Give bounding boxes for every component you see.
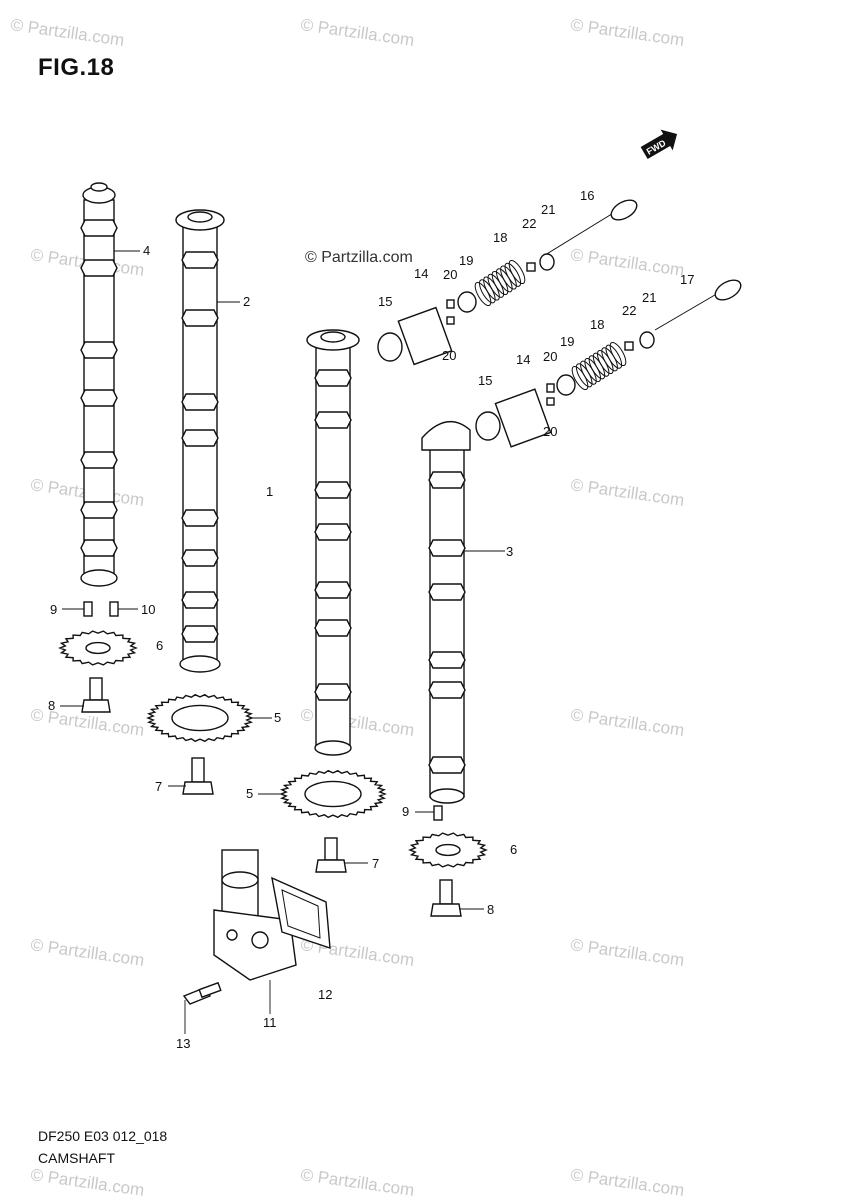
figure-title: FIG.18: [38, 54, 115, 81]
oil-control-valve-11: [213, 849, 297, 981]
bolt-13: [182, 981, 222, 1005]
valve-spring-18-upper: [474, 259, 526, 307]
cotter-20-lower-b: [546, 397, 555, 406]
callout-c17: 17: [680, 272, 694, 287]
callout-c2: 2: [243, 294, 250, 309]
camshaft-1: [306, 329, 360, 756]
callout-c6b: 6: [510, 842, 517, 857]
callout-c19b: 19: [560, 334, 574, 349]
callout-c7b: 7: [372, 856, 379, 871]
callout-c14b: 14: [516, 352, 530, 367]
callout-c9b: 9: [402, 804, 409, 819]
sprocket-6-left: [58, 630, 138, 666]
callout-c11: 11: [263, 1015, 277, 1030]
callout-c9a: 9: [50, 602, 57, 617]
pin-10: [109, 601, 119, 617]
callout-c16: 16: [580, 188, 594, 203]
copyright-text: © Partzilla.com: [305, 249, 413, 266]
callout-c4: 4: [143, 243, 150, 258]
watermark-text: © Partzilla.com: [299, 1165, 415, 1200]
callout-c14a: 14: [414, 266, 428, 281]
camshaft-4: [80, 182, 118, 587]
valve-17: [654, 279, 742, 331]
callout-c18b: 18: [590, 317, 604, 332]
retainer-21-upper: [539, 253, 555, 271]
callout-c6a: 6: [156, 638, 163, 653]
callout-c21b: 21: [642, 290, 656, 305]
callout-c7a: 7: [155, 779, 162, 794]
valve-16: [544, 199, 638, 256]
tappet-14-upper: [397, 306, 453, 366]
callout-c1: 1: [266, 484, 273, 499]
watermark-text: © Partzilla.com: [569, 935, 685, 970]
bolt-7-left: [182, 757, 214, 795]
seal-19-lower: [556, 374, 576, 396]
cotter-20-lower-a: [546, 383, 555, 393]
leader-lines: [60, 250, 505, 1034]
cotter-22-lower: [624, 341, 634, 351]
watermark-text: © Partzilla.com: [569, 15, 685, 50]
shim-15-lower: [475, 411, 501, 441]
tappet-14-lower: [494, 388, 552, 448]
callout-c19a: 19: [459, 253, 473, 268]
cotter-22-upper: [526, 262, 536, 272]
callout-c20d: 20: [543, 424, 557, 439]
callout-c8b: 8: [487, 902, 494, 917]
watermark-text: © Partzilla.com: [29, 1165, 145, 1200]
bolt-8-left: [81, 677, 111, 713]
cotter-20-upper-b: [446, 316, 455, 325]
callout-c20b: 20: [442, 348, 456, 363]
watermark-text: © Partzilla.com: [569, 245, 685, 280]
callout-c18a: 18: [493, 230, 507, 245]
watermark-text: © Partzilla.com: [569, 1165, 685, 1200]
callout-c8a: 8: [48, 698, 55, 713]
callout-c22a: 22: [522, 216, 536, 231]
sprocket-6-right: [408, 832, 488, 868]
retainer-21-lower: [639, 331, 655, 349]
diagram-code: DF250 E03 012_018: [38, 1128, 168, 1144]
watermark-text: © Partzilla.com: [569, 705, 685, 740]
watermark-text: © Partzilla.com: [299, 15, 415, 50]
camshaft-2: [175, 209, 225, 673]
callout-c10: 10: [141, 602, 155, 617]
camshaft-3: [421, 421, 471, 804]
cotter-20-upper-a: [446, 299, 455, 309]
callout-c22b: 22: [622, 303, 636, 318]
seal-19-upper: [457, 291, 477, 313]
pin-9-right: [433, 805, 443, 821]
bolt-7-center: [315, 837, 347, 873]
callout-c5b: 5: [246, 786, 253, 801]
callout-c3: 3: [506, 544, 513, 559]
sprocket-5-center: [279, 769, 387, 819]
callout-c20a: 20: [443, 267, 457, 282]
gasket-12: [271, 876, 331, 950]
pin-9-left: [83, 601, 93, 617]
shim-15-upper: [377, 332, 403, 362]
valve-spring-18-lower: [571, 341, 627, 391]
bolt-8-right: [430, 879, 462, 917]
diagram-name: CAMSHAFT: [38, 1150, 115, 1166]
sprocket-5-left: [146, 693, 254, 743]
fwd-direction-arrow: FWD: [640, 129, 678, 160]
watermark-text: © Partzilla.com: [9, 15, 125, 50]
callout-c5a: 5: [274, 710, 281, 725]
callout-c21a: 21: [541, 202, 555, 217]
callout-c12: 12: [318, 987, 332, 1002]
watermark-text: © Partzilla.com: [569, 475, 685, 510]
callout-c20c: 20: [543, 349, 557, 364]
callout-c13: 13: [176, 1036, 190, 1051]
watermark-text: © Partzilla.com: [29, 935, 145, 970]
callout-c15a: 15: [378, 294, 392, 309]
callout-c15b: 15: [478, 373, 492, 388]
